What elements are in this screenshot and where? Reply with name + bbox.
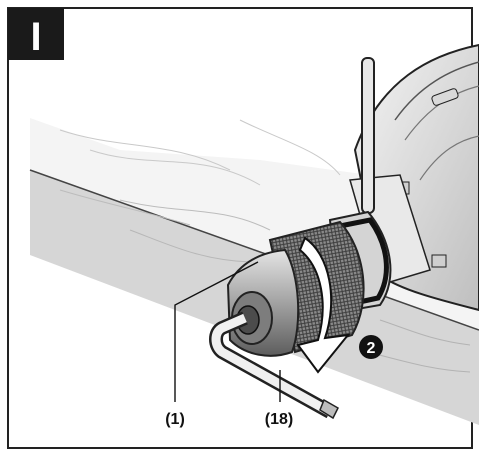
callout-chuck-label: (1) — [165, 411, 185, 428]
callout-hex-key-label: (18) — [265, 411, 293, 428]
hex-key — [209, 311, 339, 420]
step-number: 2 — [367, 340, 376, 357]
rotation-arrow — [296, 236, 351, 374]
panel-letter: I — [30, 15, 41, 59]
callout-leaders — [174, 261, 281, 402]
step-badge: 2 — [359, 335, 383, 359]
panel-letter-badge: I — [8, 8, 64, 60]
auxiliary-rod — [361, 57, 375, 214]
